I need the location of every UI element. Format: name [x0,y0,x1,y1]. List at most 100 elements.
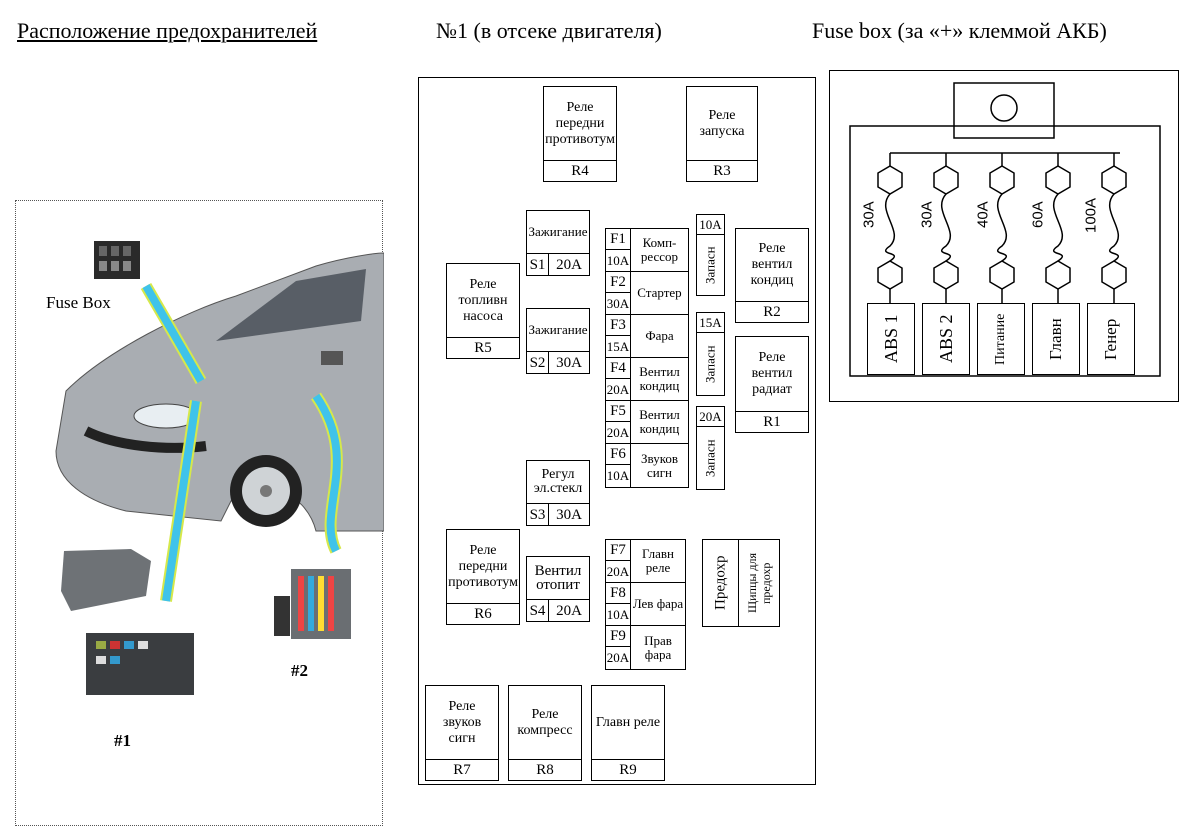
battery-fuse-4-amp: 60A [1029,201,1047,229]
battery-fuse-4-label: Главн [1032,303,1080,375]
battery-box-title: Fuse box (за «+» клеммой АКБ) [812,18,1107,43]
fuse-f6-label: Звуков сигн [630,443,689,488]
relay-code: R9 [592,759,664,780]
relay-label: Реле топливн насоса [458,276,508,324]
fuse-f8-code: F8 [605,582,631,604]
relay-r2: Реле вентил кондиц R2 [735,228,809,323]
battery-fuse-2-label: ABS 2 [922,303,970,375]
spare-label: Запасн [696,332,725,396]
switch-label: Регул эл.стекл [527,461,589,503]
fuse-f5-code: F5 [605,400,631,422]
switch-code: S1 [526,253,549,276]
fuse-f3-label: Фара [630,314,689,358]
switch-label: Зажигание [527,211,589,253]
fuse-box-thumbnail-icon [94,241,140,279]
spare-amp: 10A [696,214,725,235]
fuse-f9-label: Прав фара [630,625,686,670]
switch-s1: Зажигание S1 20A [526,210,590,276]
fuse-f1-amp: 10A [605,249,631,272]
engine-fuse-box-diagram: Реле передни противотум R4 Реле запуска … [418,77,816,785]
fuse-f5-amp: 20A [605,421,631,444]
relay-r6: Реле передни противотум R6 [446,529,520,625]
battery-fuse-5-label: Генер [1087,303,1135,375]
relay-code: R3 [687,160,757,181]
relay-label: Реле передни противотум [545,99,615,147]
battery-fuse-1-label: ABS 1 [867,303,915,375]
relay-label: Реле звуков сигн [442,698,482,746]
fuse-box-2-icon [274,569,351,639]
switch-s2: Зажигание S2 30A [526,308,590,374]
indicator-arrows [140,282,343,602]
switch-label: Вентил отопит [527,557,589,599]
fuse-f1-code: F1 [605,228,631,250]
relay-r1: Реле вентил радиат R1 [735,336,809,433]
fuse-f1-label: Комп-рессор [630,228,689,272]
spare-label: Запасн [696,426,725,490]
switch-code: S3 [526,503,549,526]
relay-label: Реле вентил радиат [751,350,793,397]
fuse-f7-code: F7 [605,539,631,561]
fuse-box-1-icon [61,549,194,695]
relay-r7: Реле звуков сигн R7 [425,685,499,781]
car-illustration [55,241,385,695]
fuse-f4-amp: 20A [605,378,631,401]
fuse-f3-code: F3 [605,314,631,336]
fuse-column-upper: F1 10A Комп-рессор F2 30A Стартер F3 15A… [605,228,689,488]
engine-box-title: №1 (в отсеке двигателя) [436,18,662,43]
relay-code: R2 [736,301,808,322]
relay-label: Реле запуска [699,107,745,139]
spare-fuse-2: 15A Запасн [696,312,725,396]
fuse-f4-label: Вентил кондиц [630,357,689,401]
switch-code: S2 [526,351,549,374]
fuse-f2-label: Стартер [630,271,689,315]
relay-r4: Реле передни противотум R4 [543,86,617,182]
spare-label: Запасн [696,234,725,296]
fuse-f8-amp: 10A [605,603,631,626]
fuse-tool-tweezers-label: Щипцы для предохр [738,539,780,627]
relay-r8: Реле компресс R8 [508,685,582,781]
relay-code: R4 [544,160,616,181]
car-body-icon [55,252,385,532]
box-1-label: #1 [114,731,131,750]
battery-fuse-box-diagram: 30A 30A 40A 60A 100A ABS 1 ABS 2 Питание… [829,70,1179,402]
battery-fuse-3-label: Питание [977,303,1025,375]
spare-amp: 15A [696,312,725,333]
spare-fuse-1: 10A Запасн [696,214,725,296]
fuse-tool: Предохр Щипцы для предохр [702,539,780,627]
fuse-f2-code: F2 [605,271,631,293]
switch-amp: 30A [548,351,590,374]
fuse-f8-label: Лев фара [630,582,686,626]
fuse-tool-fuse-label: Предохр [702,539,739,627]
battery-fuse-5-amp: 100A [1082,197,1100,233]
switch-s4: Вентил отопит S4 20A [526,556,590,622]
fuse-box-label: Fuse Box [46,293,111,312]
fuse-f2-amp: 30A [605,292,631,315]
box-2-label: #2 [291,661,308,680]
relay-r3: Реле запуска R3 [686,86,758,182]
fuse-f6-code: F6 [605,443,631,465]
relay-code: R5 [447,337,519,358]
car-illustration-panel: Fuse Box #1 #2 [15,200,385,826]
battery-fuse-3-amp: 40A [974,201,992,229]
fuse-f4-code: F4 [605,357,631,379]
fuse-f9-code: F9 [605,625,631,647]
fuse-f7-amp: 20A [605,560,631,583]
fuse-f7-label: Главн реле [630,539,686,583]
spare-fuse-3: 20A Запасн [696,406,725,490]
relay-code: R7 [426,759,498,780]
relay-label: Реле передни противотум [448,542,518,590]
fuse-column-lower: F7 20A Главн реле F8 10A Лев фара F9 20A… [605,539,686,670]
relay-label: Реле вентил кондиц [750,241,794,288]
fuse-f9-amp: 20A [605,646,631,670]
battery-fuse-2-amp: 30A [918,201,936,229]
switch-amp: 20A [548,599,590,622]
relay-r5: Реле топливн насоса R5 [446,263,520,359]
spare-amp: 20A [696,406,725,427]
switch-label: Зажигание [527,309,589,351]
switch-amp: 20A [548,253,590,276]
fuse-f6-amp: 10A [605,464,631,488]
relay-code: R6 [447,603,519,624]
fuse-f5-label: Вентил кондиц [630,400,689,444]
battery-fuse-1-amp: 30A [860,201,878,229]
relay-label: Реле компресс [517,706,573,738]
